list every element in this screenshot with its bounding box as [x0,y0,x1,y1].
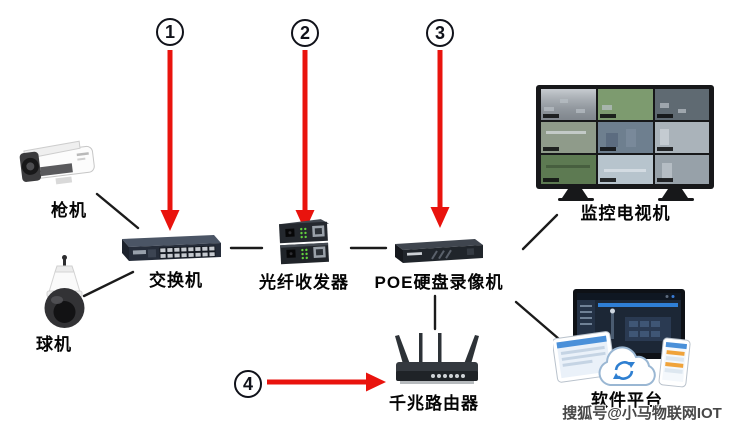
line-nvr-to-tv [521,213,559,251]
poe-nvr-icon [395,239,483,263]
step-arrows [160,50,450,392]
switch-icon [122,235,221,261]
monitor-tv-icon [536,85,714,201]
connector-lines [82,192,561,341]
bullet-camera-label: 枪机 [51,201,87,220]
step-number: 1 [164,21,175,42]
line-nvr-to-software [514,300,561,341]
bullet-camera-icon [19,140,95,185]
gigabit-router-label: 千兆路由器 [389,394,479,413]
step-badge-2: 2 [291,19,319,47]
node-switch: 交换机 [116,226,224,290]
node-fiber-transceiver: 光纤收发器 [259,216,348,292]
step-number: 3 [434,22,445,43]
step-badge-3: 3 [426,19,454,47]
node-bullet-camera: 枪机 [12,138,104,220]
step-badge-4: 4 [234,370,262,398]
monitor-tv-label: 监控电视机 [580,204,671,223]
arrow-step2-down-icon [295,50,315,231]
fiber-transceiver-icon [278,219,330,265]
switch-label: 交换机 [149,271,203,290]
arrow-step4-right-icon [267,372,386,392]
step-number: 4 [242,373,253,394]
dome-camera-label: 球机 [36,335,72,354]
software-platform-label: 软件平台 [591,391,663,410]
step-badge-1: 1 [156,18,184,46]
node-monitor-tv: 监控电视机 [536,85,714,223]
line-bullet-camera-to-switch [95,192,140,230]
fiber-transceiver-label: 光纤收发器 [259,273,349,292]
node-software-platform: 软件平台 [553,287,695,410]
node-poe-nvr: POE硬盘录像机 [375,232,502,292]
cloud-sync-icon [614,361,634,380]
software-platform-icon [553,289,691,388]
line-dome-camera-to-switch [82,270,135,298]
gigabit-router-icon [395,333,479,384]
node-dome-camera: 球机 [28,254,100,354]
arrow-step1-down-icon [160,50,180,231]
dome-camera-icon [44,255,85,328]
watermark-text: 搜狐号@小马物联网IOT [562,405,722,422]
node-gigabit-router: 千兆路由器 [389,326,483,413]
step-number: 2 [299,22,310,43]
poe-nvr-label: POE硬盘录像机 [374,273,504,292]
arrow-step3-down-icon [430,50,450,228]
